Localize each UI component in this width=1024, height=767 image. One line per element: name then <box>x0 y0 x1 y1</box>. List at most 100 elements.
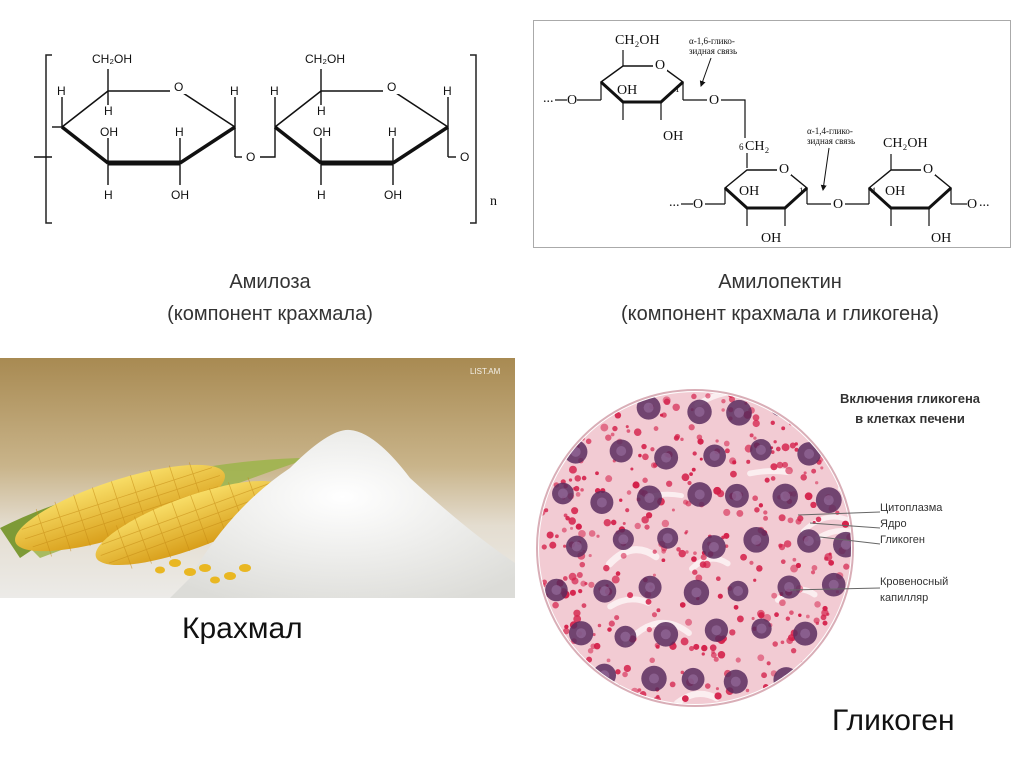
photo-watermark: LIST.AM <box>470 367 501 376</box>
glycogen-granule <box>824 378 830 381</box>
amylose-caption: Амилоза (компонент крахмала) <box>80 266 460 330</box>
glycogen-granule <box>672 403 680 412</box>
glycogen-granule <box>824 553 833 562</box>
glycogen-granule <box>610 432 615 437</box>
glycogen-granule <box>838 656 843 660</box>
glycogen-granule <box>658 387 662 391</box>
glycogen-granule <box>682 499 689 505</box>
glycogen-granule <box>798 392 804 395</box>
glycogen-granule <box>729 629 736 636</box>
nucleolus <box>618 534 629 545</box>
glycogen-granule <box>560 423 566 429</box>
glycogen-granule <box>776 461 784 469</box>
glycogen-granule <box>661 412 667 418</box>
glycosidic-oxygen-label: O <box>967 197 977 212</box>
glycogen-granule <box>585 392 593 393</box>
glycogen-granule <box>786 637 794 644</box>
glycogen-granule <box>568 517 576 525</box>
glycogen-granule <box>614 412 622 419</box>
glycogen-granule <box>552 601 559 609</box>
glycogen-granule <box>780 559 786 565</box>
glycogen-granule <box>774 398 780 404</box>
glycogen-granule <box>578 530 586 538</box>
glycogen-granule <box>571 507 579 515</box>
glycogen-granule <box>691 467 696 472</box>
glycogen-granule <box>614 615 620 621</box>
glycogen-granule <box>787 517 794 524</box>
glycogen-granule <box>641 443 647 450</box>
glycogen-granule <box>541 657 550 666</box>
nucleolus <box>756 623 767 634</box>
glycogen-granule <box>754 382 761 389</box>
glycogen-granule <box>781 461 789 468</box>
glycogen-granule <box>740 385 744 389</box>
glycogen-granule <box>537 384 541 388</box>
glycogen-granule <box>802 408 806 412</box>
glycogen-granule <box>603 518 612 527</box>
chain-continuation: ... <box>669 195 680 210</box>
glycogen-granule <box>559 430 565 437</box>
glycogen-granule <box>549 541 557 549</box>
glycogen-granule <box>678 549 686 558</box>
nucleolus <box>734 407 745 418</box>
glycogen-granule <box>653 426 659 431</box>
glycogen-granule <box>789 695 794 700</box>
glycogen-granule <box>549 637 558 646</box>
glycogen-granule <box>801 386 806 391</box>
glycogen-granule <box>848 381 853 386</box>
glycogen-granule <box>642 477 648 483</box>
glycogen-granule <box>680 437 684 442</box>
amylopectin-ring-upper: O CH₂OH OH OH 1 ... O <box>543 33 685 144</box>
glycogen-granule <box>691 556 697 562</box>
nucleolus <box>709 450 720 461</box>
glycogen-granule <box>641 392 645 396</box>
glycogen-granule <box>785 466 793 475</box>
glycogen-granule <box>567 381 571 385</box>
glycogen-granule <box>604 398 609 404</box>
glycogen-granule <box>770 476 776 481</box>
glycogen-granule <box>575 492 581 497</box>
glycogen-granule <box>792 557 797 562</box>
glycogen-granule <box>605 475 613 483</box>
glycogen-granule <box>572 686 578 693</box>
nucleus <box>545 401 567 424</box>
glycogen-granule <box>560 447 565 452</box>
glycogen-granule <box>539 437 544 443</box>
glycogen-title: Включения гликогена в клетках печени <box>810 389 1010 429</box>
glycogen-granule <box>644 524 650 530</box>
glycogen-granule <box>542 694 547 699</box>
nucleolus <box>731 490 742 501</box>
glycogen-granule <box>840 455 847 462</box>
glycogen-granule <box>587 648 594 654</box>
glycogen-granule <box>781 688 786 693</box>
ring-oxygen-label: O <box>387 80 396 94</box>
glycogen-granule <box>539 642 543 648</box>
glycogen-granule <box>600 392 607 393</box>
glycogen-granule <box>584 711 589 716</box>
glycogen-granule <box>606 658 611 663</box>
glycogen-granule <box>605 434 612 441</box>
glycogen-granule <box>730 470 737 478</box>
glycogen-granule <box>539 629 543 635</box>
glycogen-granule <box>701 652 705 656</box>
glycogen-granule <box>723 440 730 447</box>
glycogen-granule <box>608 685 612 689</box>
glycogen-granule <box>805 614 810 619</box>
glycogen-granule <box>830 453 836 459</box>
starch-corn-photo: LIST.AM <box>0 358 515 598</box>
glycogen-granule <box>573 395 579 401</box>
nucleolus <box>597 400 608 411</box>
glycogen-granule <box>689 472 693 477</box>
glycogen-granule <box>673 435 680 441</box>
glycogen-granule <box>736 509 744 517</box>
nucleolus <box>616 445 627 456</box>
glycogen-granule <box>570 436 576 442</box>
amylopectin-description: (компонент крахмала и гликогена) <box>621 303 939 325</box>
glycogen-granule <box>840 673 845 678</box>
glycogen-granule <box>581 475 587 481</box>
glycogen-granule <box>642 453 649 461</box>
h-label: H <box>104 188 113 202</box>
glycogen-granule <box>760 711 766 717</box>
glycogen-granule <box>625 425 629 429</box>
glycogen-granule <box>693 551 697 555</box>
